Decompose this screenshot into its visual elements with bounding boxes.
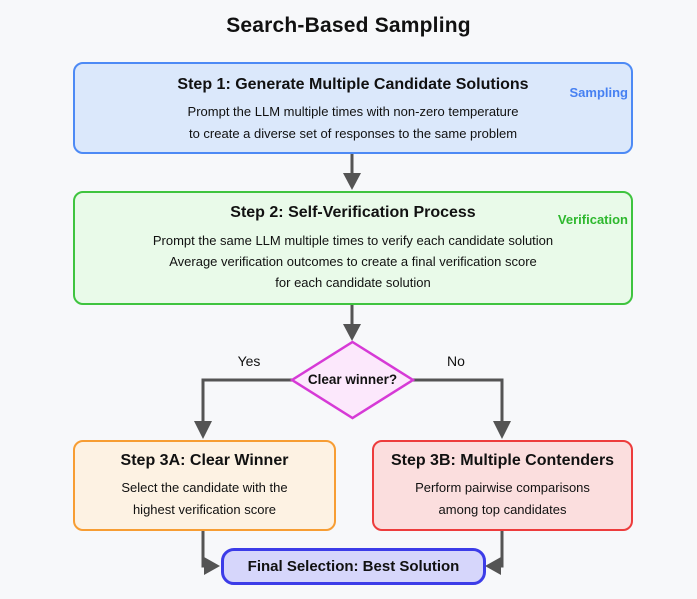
step2-badge: Verification [557,212,628,227]
step1-body-line: Prompt the LLM multiple times with non-z… [187,104,519,119]
step3a-body-line: highest verification score [132,502,277,517]
step1-body: Prompt the LLM multiple times with non-z… [75,101,631,145]
step3b-body-line: among top candidates [438,502,567,517]
yes-branch-label: Yes [237,353,261,369]
step3a-title: Step 3A: Clear Winner [120,452,289,469]
step2-title: Step 2: Self-Verification Process [230,204,476,221]
final-node: Final Selection: Best Solution [221,548,486,585]
arrow-down-icon [343,173,361,190]
step2-body-line: for each candidate solution [275,275,431,290]
connector-decision-no [411,378,504,423]
diagram-title: Search-Based Sampling [226,14,471,37]
step3a-body-line: Select the candidate with the [121,480,288,495]
decision-diamond [289,340,416,420]
step2-body: Prompt the same LLM multiple times to ve… [75,230,631,293]
step3b-node: Step 3B: Multiple Contenders Perform pai… [372,440,633,531]
step1-body-line: to create a diverse set of responses to … [188,126,518,141]
step1-node: Step 1: Generate Multiple Candidate Solu… [73,62,633,154]
arrow-down-icon [493,421,511,439]
final-label: Final Selection: Best Solution [247,558,460,575]
step2-body-line: Average verification outcomes to create … [169,254,537,269]
decision-label: Clear winner? [307,372,398,387]
step2-body-line: Prompt the same LLM multiple times to ve… [152,233,554,248]
arrow-left-icon [485,557,501,575]
step3a-body: Select the candidate with the highest ve… [75,477,334,521]
step3b-body: Perform pairwise comparisons among top c… [374,477,631,521]
arrow-down-icon [343,324,361,341]
step2-node: Step 2: Self-Verification Process Verifi… [73,191,633,305]
step1-badge: Sampling [569,85,628,100]
connector-decision-yes [201,378,294,423]
no-branch-label: No [447,353,465,369]
step3b-title: Step 3B: Multiple Contenders [390,452,615,469]
step3a-node: Step 3A: Clear Winner Select the candida… [73,440,336,531]
step3b-body-line: Perform pairwise comparisons [415,480,590,495]
arrow-down-icon [194,421,212,439]
step1-title: Step 1: Generate Multiple Candidate Solu… [177,76,529,93]
arrow-right-icon [204,557,220,575]
